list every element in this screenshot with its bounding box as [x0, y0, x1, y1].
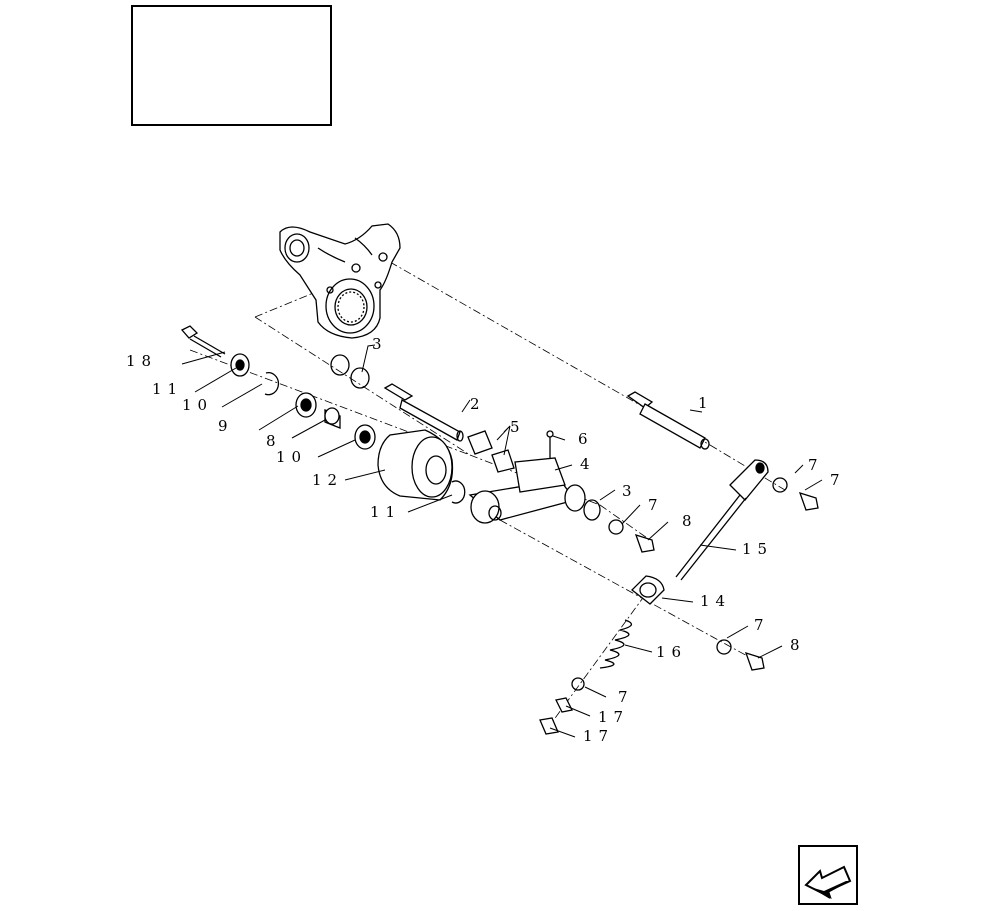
part-11-snap-ring-lower — [451, 480, 466, 504]
callout-8-low: 8 — [790, 636, 806, 654]
callout-10-lower: 10 — [276, 448, 307, 466]
callout-17-lower: 17 — [583, 727, 614, 745]
part-5-bushings — [467, 430, 515, 473]
part-17-nuts — [539, 697, 573, 735]
part-14-link — [631, 575, 665, 605]
callout-8-top: 7 — [830, 471, 846, 489]
callout-7-top: 7 — [808, 456, 824, 474]
callout-11-lower: 11 — [370, 503, 401, 521]
part-1-pin — [626, 391, 710, 450]
part-10-bearing-lower — [354, 424, 376, 450]
callout-14: 14 — [700, 592, 731, 610]
part-13-roller — [377, 429, 454, 501]
callout-6: 6 — [578, 430, 594, 448]
callout-3-lower: 3 — [622, 482, 638, 500]
part-15-rod — [675, 459, 769, 581]
callout-8-mid: 8 — [682, 512, 698, 530]
callout-12: 11 — [152, 380, 183, 398]
callout-17-upper: 17 — [598, 708, 629, 726]
callout-10-upper: 9 — [218, 417, 234, 435]
callout-9: 8 — [266, 432, 282, 450]
housing-bracket — [279, 223, 401, 339]
leader-lines — [181, 344, 823, 738]
part-6-grease-fitting — [546, 430, 554, 462]
callout-labels: 18 11 10 9 8 10 12 11 3 2 5 6 4 3 7 8 1 … — [126, 335, 846, 745]
callout-13: 12 — [312, 471, 343, 489]
callout-18: 18 — [126, 352, 157, 370]
part-16-spring — [599, 619, 632, 669]
blank-frame — [131, 5, 332, 126]
callout-11-upper: 10 — [182, 396, 213, 414]
callout-7-low: 7 — [754, 616, 770, 634]
part-7-washers — [571, 477, 788, 691]
callout-15: 15 — [742, 540, 773, 558]
callout-2: 2 — [470, 395, 486, 413]
part-12-washer — [230, 353, 250, 377]
callout-16: 16 — [656, 643, 687, 661]
part-11-snap-ring-upper — [264, 372, 280, 396]
part-10-bearing-upper — [295, 392, 317, 418]
nav-back-button[interactable] — [798, 845, 858, 905]
arrow-left-icon — [804, 865, 852, 899]
part-3-rings-upper — [330, 354, 370, 389]
callout-5: 5 — [510, 418, 526, 436]
callout-7-bottom: 7 — [618, 688, 634, 706]
part-4-arm — [468, 457, 586, 524]
part-9-spacer — [324, 407, 341, 429]
callout-4: 4 — [580, 455, 596, 473]
callout-7-mid: 7 — [648, 496, 664, 514]
part-3-ring-lower — [583, 499, 601, 521]
callout-3-upper: 3 — [372, 335, 388, 353]
callout-1: 1 — [698, 394, 714, 412]
part-18-bolt — [180, 325, 226, 358]
part-2-shaft — [383, 383, 464, 442]
